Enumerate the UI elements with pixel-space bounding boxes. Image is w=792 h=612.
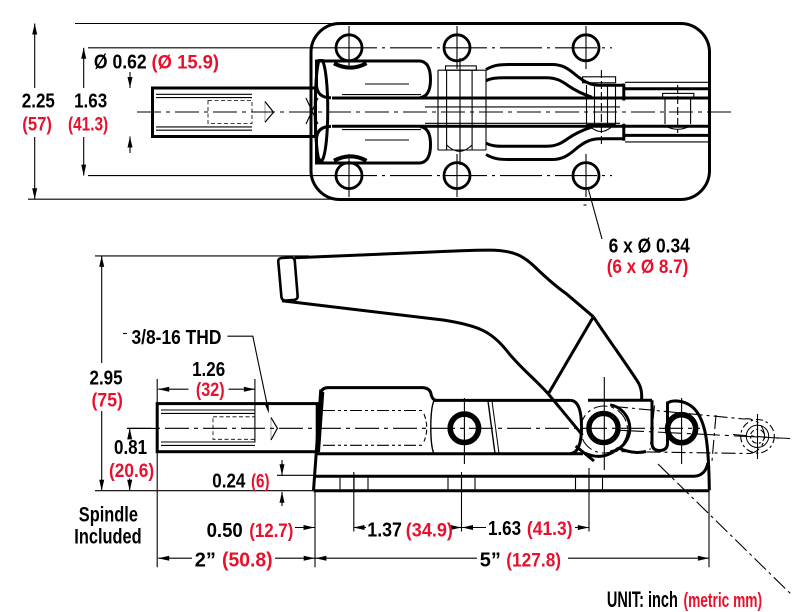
svg-text:(metric mm): (metric mm) (684, 588, 763, 611)
svg-text:(41.3): (41.3) (527, 517, 573, 539)
svg-text:(6 x Ø 8.7): (6 x Ø 8.7) (607, 256, 689, 277)
svg-text:1.37: 1.37 (367, 520, 402, 542)
svg-text:5”: 5” (480, 549, 501, 571)
svg-text:(57): (57) (22, 114, 52, 135)
svg-text:(Ø 15.9): (Ø 15.9) (152, 51, 220, 72)
svg-text:(75): (75) (92, 389, 123, 411)
svg-text:0.50: 0.50 (207, 520, 243, 542)
svg-text:(6): (6) (251, 470, 270, 492)
svg-text:2”: 2” (195, 549, 216, 571)
svg-text:0.24: 0.24 (212, 469, 246, 492)
svg-text:UNIT: inch: UNIT: inch (607, 587, 678, 612)
svg-text:(12.7): (12.7) (249, 520, 293, 541)
svg-text:2.95: 2.95 (90, 366, 123, 389)
svg-text:(32): (32) (196, 379, 225, 401)
svg-text:(50.8): (50.8) (222, 549, 273, 571)
svg-text:(34.9): (34.9) (406, 519, 453, 541)
svg-text:Ø 0.62: Ø 0.62 (94, 50, 147, 72)
svg-text:1.63: 1.63 (488, 516, 521, 539)
svg-text:1.63: 1.63 (74, 89, 107, 112)
svg-text:2.25: 2.25 (22, 89, 55, 112)
svg-text:(127.8): (127.8) (506, 550, 561, 571)
svg-text:Spindle: Spindle (79, 503, 138, 526)
svg-text:6 x Ø 0.34: 6 x Ø 0.34 (609, 234, 691, 256)
svg-text:3/8-16 THD: 3/8-16 THD (132, 326, 222, 348)
svg-text:1.26: 1.26 (192, 358, 225, 381)
svg-text:Included: Included (74, 525, 141, 548)
svg-text:0.81: 0.81 (114, 436, 147, 459)
svg-text:(41.3): (41.3) (68, 113, 108, 135)
svg-text:(20.6): (20.6) (109, 460, 154, 481)
